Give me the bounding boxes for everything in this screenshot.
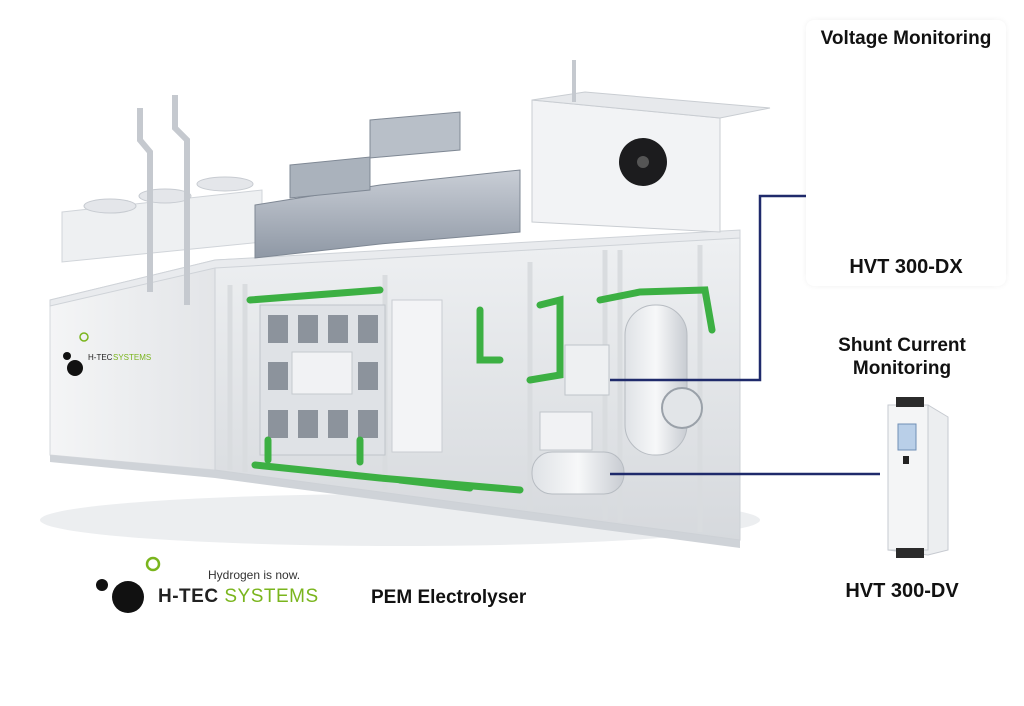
svg-text:SYSTEMS: SYSTEMS: [113, 353, 151, 362]
junction-box: [564, 344, 610, 396]
logo-brand-primary: H-TEC: [158, 586, 219, 607]
hvt-300-dv-module-icon: [887, 397, 949, 558]
device-title: Voltage Monitoring: [820, 28, 992, 49]
device-title-line-2: Monitoring: [852, 358, 952, 379]
container-base: [50, 455, 740, 548]
h-tec-logo-icon: [96, 556, 161, 613]
logo-tagline: Hydrogen is now.: [208, 568, 301, 582]
voltage-monitoring-card: Voltage Monitoring HVT 300-DX: [806, 20, 1006, 286]
exhaust-stack: [172, 95, 190, 305]
horizontal-tank: [531, 411, 625, 495]
device-model: HVT 300-DV: [845, 580, 959, 602]
figure-caption: PEM Electrolyser: [371, 587, 527, 608]
wall-logo: H-TEC SYSTEMS: [63, 332, 151, 376]
roof-duct: [254, 169, 521, 259]
device-title-line-1: Shunt Current: [838, 335, 966, 356]
roof-vent: [289, 156, 371, 199]
pipework: [246, 286, 716, 494]
electrolyser-stacks: [259, 304, 386, 456]
device-model: HVT 300-DX: [849, 256, 963, 278]
logo-brand-secondary: SYSTEMS: [224, 586, 319, 607]
control-cabinet: [391, 299, 443, 453]
logo-wordmark: H-TEC SYSTEMS: [158, 586, 319, 608]
roof-vent: [369, 111, 461, 159]
svg-text:H-TEC: H-TEC: [88, 353, 113, 362]
exhaust-stack: [137, 108, 153, 292]
